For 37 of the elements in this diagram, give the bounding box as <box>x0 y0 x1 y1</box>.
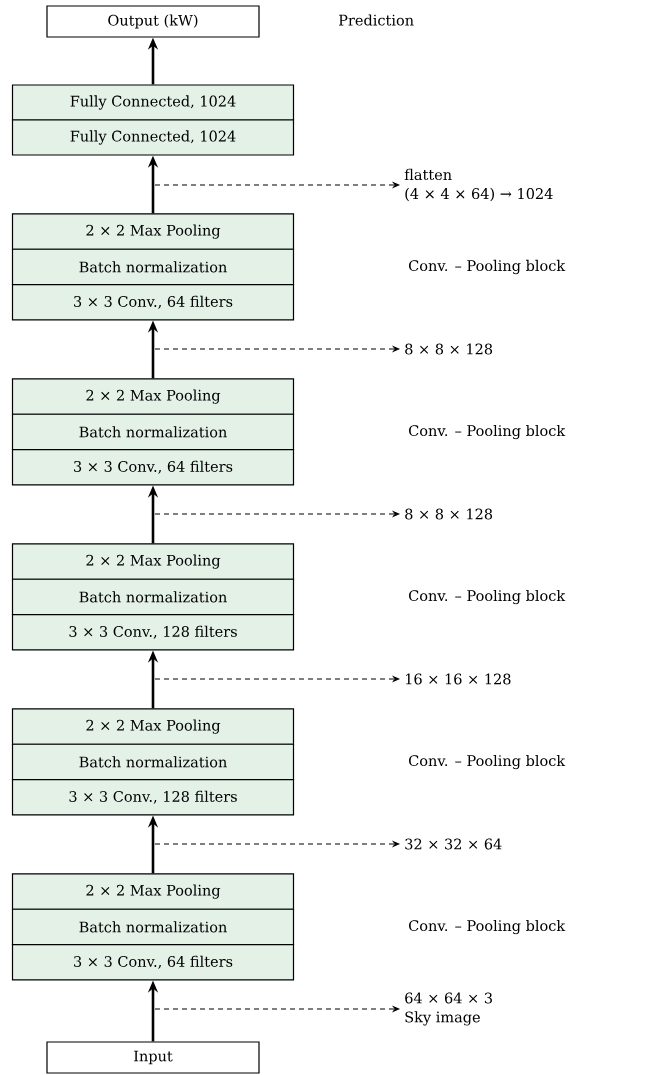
dashed-arrow <box>154 182 400 188</box>
dashed-arrow <box>154 676 400 682</box>
layer-box: Batch normalization <box>11 908 295 946</box>
dashed-arrow <box>154 511 400 517</box>
layer-box: 3 × 3 Conv., 64 filters <box>11 283 295 321</box>
layer-box: Batch normalization <box>11 743 295 781</box>
io-box: Input <box>46 1041 260 1074</box>
block-label: Conv. – Pooling block <box>409 754 566 770</box>
block-label: Conv. – Pooling block <box>409 589 566 605</box>
tensor-size-text: 8 × 8 × 128 <box>405 508 493 520</box>
layer-box: Batch normalization <box>11 248 295 286</box>
layer-box: Fully Connected, 1024 <box>11 84 295 121</box>
dashed-arrow <box>154 1006 400 1012</box>
layer-box: Batch normalization <box>11 578 295 616</box>
layer-box: 2 × 2 Max Pooling <box>11 213 295 250</box>
layer-box: 3 × 3 Conv., 128 filters <box>11 778 295 816</box>
tensor-size-text: 16 × 16 × 128 <box>406 673 511 685</box>
output-label: Prediction <box>339 14 414 26</box>
block-label: Conv. – Pooling block <box>409 424 566 440</box>
layer-box: Batch normalization <box>11 413 295 451</box>
layer-box: 3 × 3 Conv., 64 filters <box>11 448 295 486</box>
dashed-arrow <box>154 346 400 352</box>
layer-box: 3 × 3 Conv., 64 filters <box>11 943 295 981</box>
layer-box: 3 × 3 Conv., 128 filters <box>11 613 295 651</box>
dashed-arrow <box>154 841 400 847</box>
block-label: Conv. – Pooling block <box>409 919 566 935</box>
tensor-size-text: 64 × 64 × 3 Sky image <box>405 992 492 1026</box>
layer-box: 2 × 2 Max Pooling <box>11 708 295 745</box>
layer-box: 2 × 2 Max Pooling <box>11 378 295 415</box>
io-box: Output (kW) <box>46 5 260 38</box>
block-label: Conv. – Pooling block <box>409 259 566 275</box>
layer-box: 2 × 2 Max Pooling <box>11 543 295 580</box>
layer-box: Fully Connected, 1024 <box>11 119 295 156</box>
tensor-size-text: flatten (4 × 4 × 64) → 1024 <box>404 168 553 202</box>
layer-box: 2 × 2 Max Pooling <box>11 873 295 910</box>
tensor-size-text: 32 × 32 × 64 <box>405 838 502 850</box>
tensor-size-text: 8 × 8 × 128 <box>405 343 493 355</box>
